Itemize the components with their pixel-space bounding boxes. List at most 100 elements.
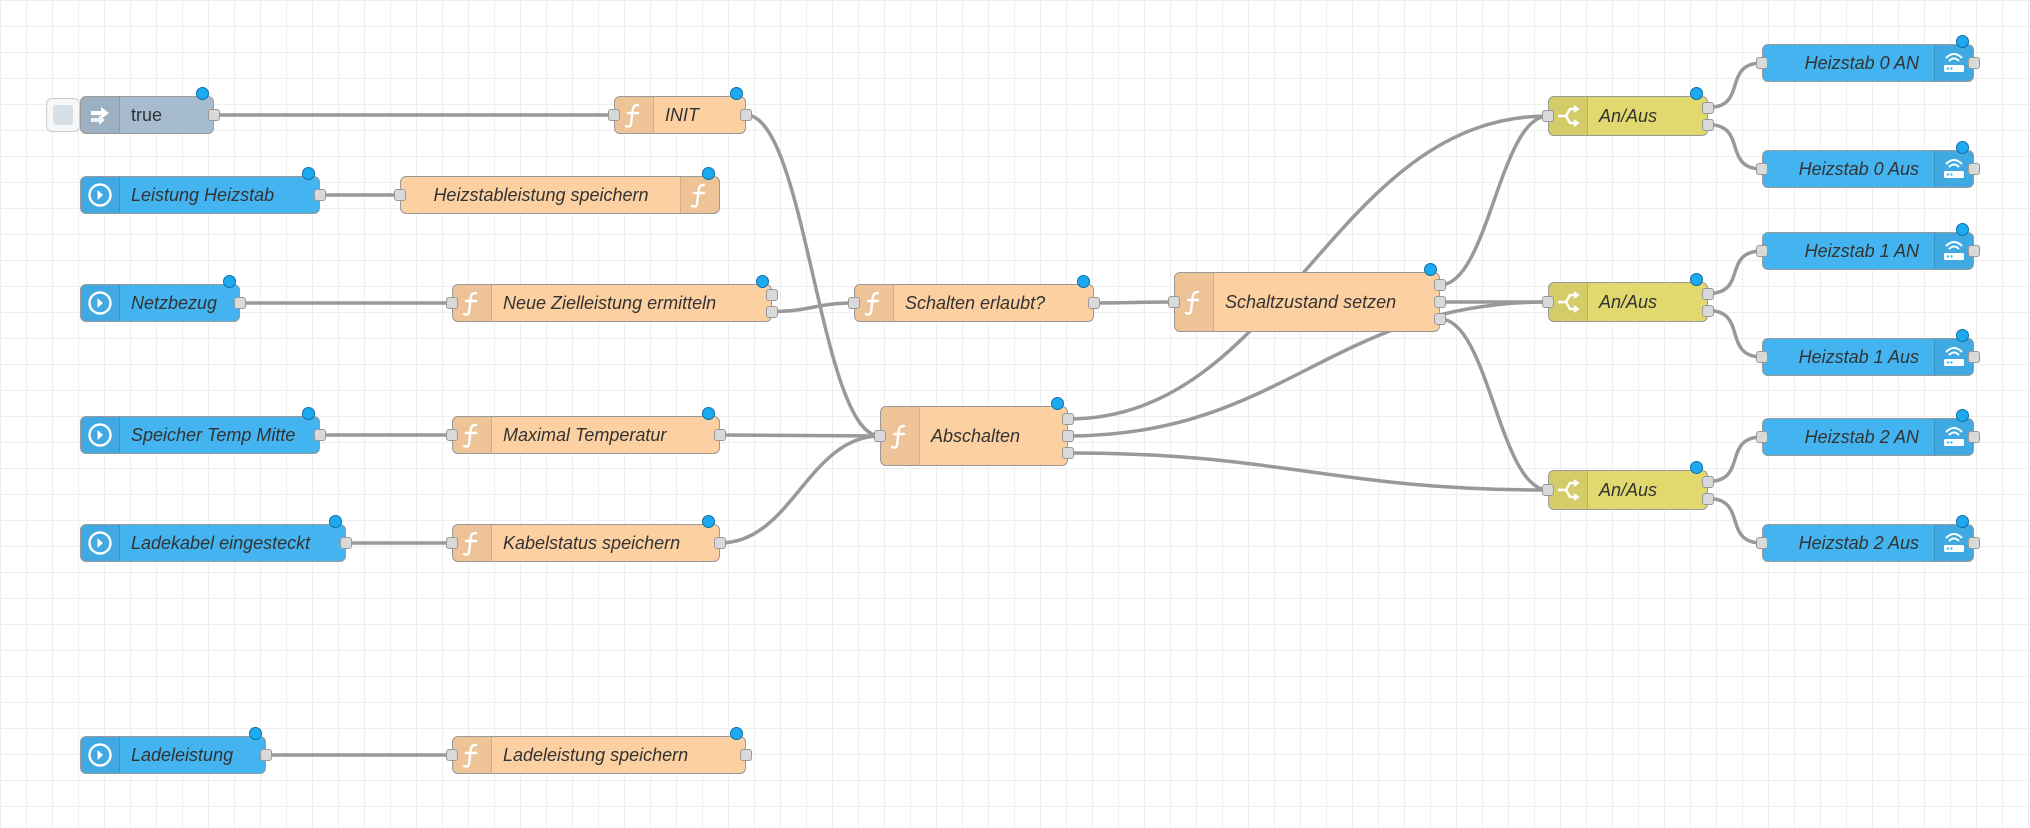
node-heizstab-1-aus[interactable]: Heizstab 1 Aus [1762,338,1974,376]
wire-abschalten-to-switch-2[interactable] [1067,451,1549,492]
node-heizstab-0-an[interactable]: Heizstab 0 AN [1762,44,1974,82]
wire-switch-2-to-heizstab-2-aus[interactable] [1707,496,1763,545]
output-port[interactable] [234,297,246,309]
wire-neue-zielleistung-to-schalten-erlaubt[interactable] [771,301,855,314]
node-neue-zielleistung[interactable]: Neue Zielleistung ermitteln [452,284,772,322]
changed-indicator [196,87,209,100]
input-port[interactable] [446,749,458,761]
output-port[interactable] [1968,537,1980,549]
output-port[interactable] [1062,413,1074,425]
output-port[interactable] [314,429,326,441]
changed-indicator [730,727,743,740]
output-port[interactable] [1702,101,1714,114]
function-icon [453,285,492,321]
input-port[interactable] [1756,351,1768,363]
output-port[interactable] [1088,297,1100,309]
node-ladeleistung-speichern[interactable]: Ladeleistung speichern [452,736,746,774]
input-port[interactable] [1756,163,1768,175]
output-port[interactable] [1434,279,1446,291]
output-port[interactable] [766,305,778,318]
output-port[interactable] [740,749,752,761]
node-ladekabel[interactable]: Ladekabel eingesteckt [80,524,346,562]
output-port[interactable] [1702,287,1714,300]
output-port[interactable] [1434,313,1446,325]
node-heizstab-0-aus[interactable]: Heizstab 0 Aus [1762,150,1974,188]
node-switch-0[interactable]: An/Aus [1548,96,1708,136]
output-port[interactable] [314,189,326,201]
node-abschalten[interactable]: Abschalten [880,406,1068,466]
output-port[interactable] [1968,431,1980,443]
node-netzbezug[interactable]: Netzbezug [80,284,240,322]
node-label: Heizstab 0 Aus [1798,158,1919,179]
node-switch-2[interactable]: An/Aus [1548,470,1708,510]
node-inject-true[interactable]: true [80,96,214,134]
wire-schaltzustand-setzen-to-switch-2[interactable] [1439,317,1549,492]
output-port[interactable] [260,749,272,761]
node-heizstab-1-an[interactable]: Heizstab 1 AN [1762,232,1974,270]
input-port[interactable] [1542,296,1554,308]
output-port[interactable] [1062,430,1074,442]
input-port[interactable] [1542,110,1554,122]
node-label: Ladeleistung speichern [503,744,689,765]
output-port[interactable] [1702,475,1714,488]
input-port[interactable] [1756,57,1768,69]
node-schaltzustand-setzen[interactable]: Schaltzustand setzen [1174,272,1440,332]
output-port[interactable] [1434,296,1446,308]
input-port[interactable] [1756,537,1768,549]
wire-switch-1-to-heizstab-1-aus[interactable] [1707,308,1763,359]
output-port[interactable] [1702,492,1714,505]
changed-indicator [1956,223,1969,236]
wire-switch-2-to-heizstab-2-an[interactable] [1707,435,1763,484]
node-switch-1[interactable]: An/Aus [1548,282,1708,322]
node-schalten-erlaubt[interactable]: Schalten erlaubt? [854,284,1094,322]
output-port[interactable] [714,429,726,441]
node-kabelstatus-speichern[interactable]: Kabelstatus speichern [452,524,720,562]
node-label: Ladeleistung [131,744,234,765]
output-port[interactable] [1062,447,1074,459]
input-port[interactable] [1756,431,1768,443]
input-port[interactable] [848,297,860,309]
node-heizstab-2-an[interactable]: Heizstab 2 AN [1762,418,1974,456]
node-maximal-temperatur[interactable]: Maximal Temperatur [452,416,720,454]
wire-schalten-erlaubt-to-schaltzustand-setzen[interactable] [1093,300,1175,305]
output-port[interactable] [340,537,352,549]
input-port[interactable] [446,429,458,441]
output-port[interactable] [208,109,220,121]
output-port[interactable] [740,109,752,121]
output-port[interactable] [714,537,726,549]
input-port[interactable] [446,537,458,549]
output-port[interactable] [1968,351,1980,363]
node-heizstab-2-aus[interactable]: Heizstab 2 Aus [1762,524,1974,562]
wire-abschalten-to-switch-1[interactable] [1067,300,1549,438]
node-ladeleistung[interactable]: Ladeleistung [80,736,266,774]
output-port[interactable] [1702,304,1714,317]
node-label: Maximal Temperatur [503,424,667,445]
input-port[interactable] [446,297,458,309]
output-port[interactable] [1968,57,1980,69]
wire-kabelstatus-speichern-to-abschalten[interactable] [719,434,881,545]
function-icon [615,97,654,133]
wire-switch-1-to-heizstab-1-an[interactable] [1707,249,1763,296]
wire-maximal-temperatur-to-abschalten[interactable] [719,433,881,438]
wire-switch-0-to-heizstab-0-aus[interactable] [1707,122,1763,171]
wire-switch-0-to-heizstab-0-an[interactable] [1707,61,1763,110]
input-port[interactable] [874,430,886,442]
node-init[interactable]: INIT [614,96,746,134]
input-port[interactable] [1542,484,1554,496]
node-heizstableistung-speichern[interactable]: Heizstableistung speichern [400,176,720,214]
output-port[interactable] [1968,245,1980,257]
node-speicher-temp-mitte[interactable]: Speicher Temp Mitte [80,416,320,454]
wire-schaltzustand-setzen-to-switch-0[interactable] [1439,114,1549,287]
input-port[interactable] [608,109,620,121]
input-port[interactable] [394,189,406,201]
inject-trigger-button[interactable] [46,98,80,132]
input-port[interactable] [1756,245,1768,257]
output-port[interactable] [766,288,778,301]
node-leistung-heizstab[interactable]: Leistung Heizstab [80,176,320,214]
wire-abschalten-to-switch-0[interactable] [1067,114,1549,421]
output-port[interactable] [1968,163,1980,175]
output-port[interactable] [1702,118,1714,131]
wire-init-to-abschalten[interactable] [745,113,881,438]
input-port[interactable] [1168,296,1180,308]
